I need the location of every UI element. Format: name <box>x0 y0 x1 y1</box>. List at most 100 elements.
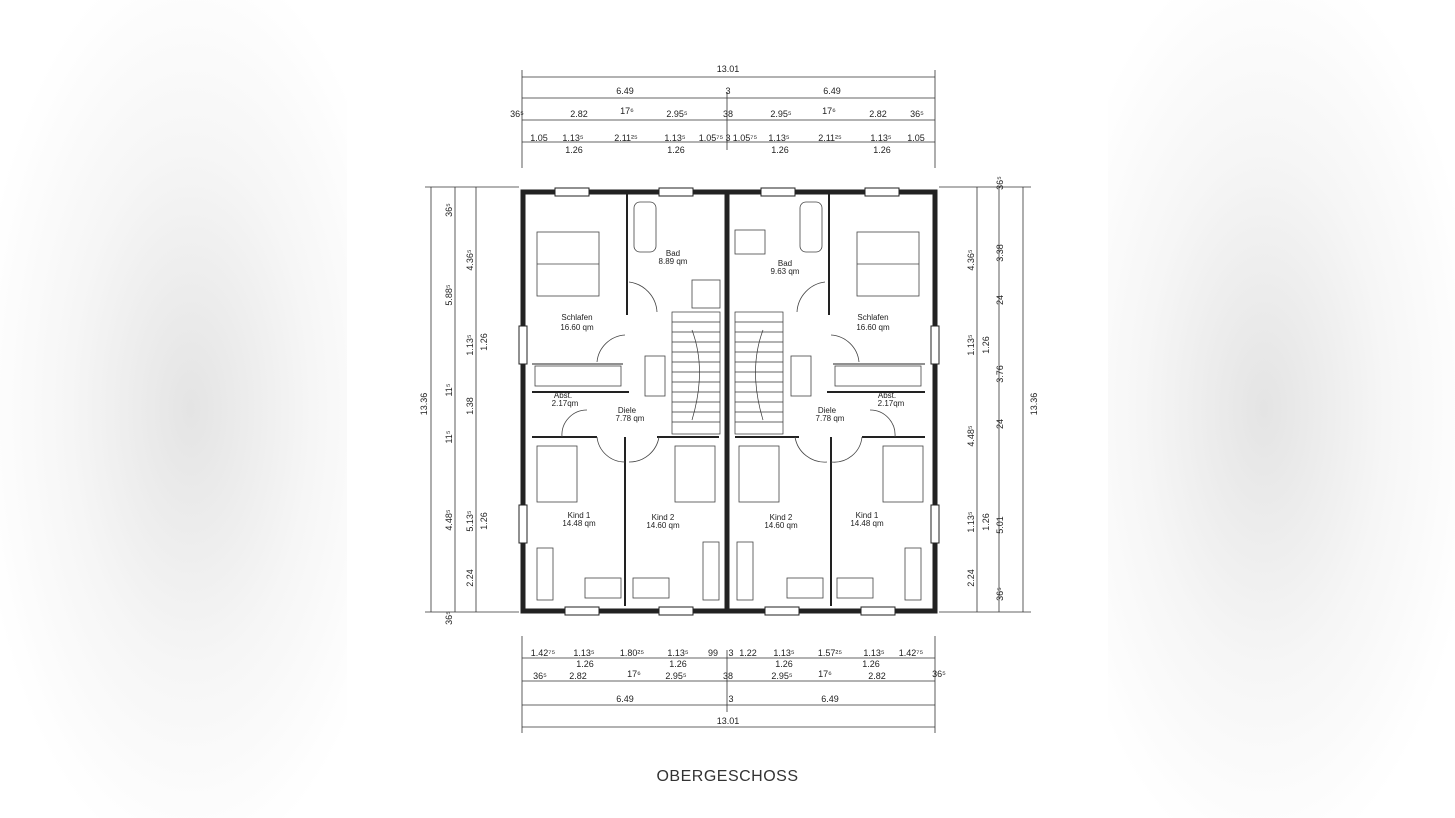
dim-top-r2-0: 36⁵ <box>510 109 524 119</box>
dim-bot-r3-7: 2.82 <box>868 671 886 681</box>
room-3-area: 16.60 qm <box>856 323 890 332</box>
dim-top-r3-10: 1.05 <box>907 133 925 143</box>
bathtub-right <box>799 201 823 253</box>
table-diele-right <box>790 355 812 397</box>
window-bottom-2 <box>658 606 694 616</box>
room-9-area: 14.60 qm <box>646 521 680 530</box>
stairs <box>671 311 784 435</box>
wardrobe-kind1-right <box>904 547 922 601</box>
dim-left-mid-3: 5.13⁵ <box>465 510 475 532</box>
room-2-name: Bad <box>778 259 792 268</box>
room-10-name: Kind 2 <box>770 513 793 522</box>
dim-bot-r2-0: 1.26 <box>576 659 594 669</box>
left-blurred-margin <box>0 0 347 818</box>
dim-bot-r1-6: 1.22 <box>739 648 757 658</box>
dim-bot-r1-5: 3 <box>728 648 733 658</box>
wardrobe-kind1-left <box>536 547 554 601</box>
dim-bot-r3-4: 38 <box>723 671 733 681</box>
dim-bot-r1-9: 1.13⁵ <box>863 648 885 658</box>
bed-kind2-left <box>674 445 716 503</box>
sink-right <box>734 229 766 255</box>
room-1-name: Bad <box>666 249 680 258</box>
bottom-dimension-labels: 1.42⁷⁵ 1.13⁵ 1.80²⁵ 1.13⁵ 99 3 1.22 1.13… <box>531 648 946 726</box>
dim-bot-half-left: 6.49 <box>616 694 634 704</box>
room-0-area: 16.60 qm <box>560 323 594 332</box>
room-5-name: Diele <box>618 406 637 415</box>
dim-left-mid-0: 4.36⁵ <box>465 249 475 271</box>
dim-bot-r3-0: 36⁵ <box>533 671 547 681</box>
dim-top-r3-4: 1.05⁷⁵ <box>699 133 724 143</box>
window-left-2 <box>518 504 528 544</box>
dim-right-inner-0: 1.26 <box>981 336 991 354</box>
room-6-name: Diele <box>818 406 837 415</box>
dim-left-mid-1: 1.13⁵ <box>465 334 475 356</box>
bed-kind1-left <box>536 445 578 503</box>
room-labels: Schlafen 16.60 qm Bad 8.89 qm Bad 9.63 q… <box>552 249 905 530</box>
dim-right-mid-1: 1.13⁵ <box>966 334 976 356</box>
desk-kind1-left <box>584 577 622 599</box>
dim-right-mid-0: 4.36⁵ <box>966 249 976 271</box>
room-6-area: 7.78 qm <box>816 414 845 423</box>
dim-top-r3-9: 1.13⁵ <box>870 133 892 143</box>
right-dimension-labels: 13.36 36⁵ 3.38 24 3.76 24 5.01 36⁵ 4.36⁵… <box>966 176 1039 601</box>
wardrobe-kind2-right <box>736 541 754 601</box>
room-2-area: 9.63 qm <box>771 267 800 276</box>
dim-right-outer-5: 5.01 <box>995 516 1005 534</box>
dim-top-r4-1: 1.26 <box>667 145 685 155</box>
drawing-title: OBERGESCHOSS <box>656 768 799 785</box>
dim-top-r2-3: 2.95⁵ <box>666 109 688 119</box>
dim-top-r2-6: 17⁶ <box>822 106 836 116</box>
dim-right-outer-1: 3.38 <box>995 244 1005 262</box>
dim-top-r2-4: 38 <box>723 109 733 119</box>
dim-top-r3-3: 1.13⁵ <box>664 133 686 143</box>
shower-left <box>691 279 721 309</box>
dim-bot-r1-4: 99 <box>708 648 718 658</box>
dim-top-r3-2: 2.11²⁵ <box>614 133 638 143</box>
window-right-2 <box>930 504 940 544</box>
dim-bot-r3-6: 17⁶ <box>818 669 832 679</box>
wardrobe-right <box>834 365 922 387</box>
dim-bot-r1-1: 1.13⁵ <box>573 648 595 658</box>
dim-bot-r1-3: 1.13⁵ <box>667 648 689 658</box>
dim-right-outer-0: 36⁵ <box>995 176 1005 190</box>
dim-left-inner-1: 1.26 <box>479 512 489 530</box>
dim-bot-r3-1: 2.82 <box>569 671 587 681</box>
dim-left-mid-2: 1.38 <box>465 397 475 415</box>
dim-bot-r3-3: 2.95⁵ <box>665 671 687 681</box>
room-11-area: 14.48 qm <box>850 519 884 528</box>
desk-kind1-right <box>836 577 874 599</box>
window-top-1 <box>554 187 590 197</box>
dim-top-r3-8: 2.11²⁵ <box>818 133 842 143</box>
dim-top-r3-0: 1.05 <box>530 133 548 143</box>
dim-bot-r3-2: 17⁶ <box>627 669 641 679</box>
floor-plan-drawing: 13.01 6.49 3 6.49 36⁵ 2.82 17⁶ 2.95⁵ 38 … <box>419 64 1039 733</box>
room-8-name: Kind 1 <box>568 511 591 520</box>
drawing-sheet: 13.01 6.49 3 6.49 36⁵ 2.82 17⁶ 2.95⁵ 38 … <box>347 0 1108 818</box>
dim-left-outer-4: 11⁵ <box>444 430 454 443</box>
dim-left-outer-0: 36⁵ <box>444 203 454 217</box>
dim-top-r3-1: 1.13⁵ <box>562 133 584 143</box>
dim-top-r2-5: 2.95⁵ <box>770 109 792 119</box>
window-bottom-3 <box>764 606 800 616</box>
bed-kind1-right <box>882 445 924 503</box>
dim-right-mid-4: 2.24 <box>966 569 976 587</box>
dim-right-outer-6: 36⁵ <box>995 587 1005 601</box>
dim-top-half-left: 6.49 <box>616 86 634 96</box>
dim-top-gap: 3 <box>725 86 730 96</box>
doors <box>561 281 896 463</box>
dim-right-inner-1: 1.26 <box>981 513 991 531</box>
dim-left-mid-4: 2.24 <box>465 569 475 587</box>
dim-right-total: 13.36 <box>1029 393 1039 416</box>
dim-bot-r1-0: 1.42⁷⁵ <box>531 648 556 658</box>
dim-top-r3-5: 3 <box>725 133 730 143</box>
room-3-name: Schlafen <box>857 313 888 322</box>
windows <box>518 187 940 616</box>
wardrobe-kind2-left <box>702 541 720 601</box>
room-7-name: Abst. <box>878 391 896 400</box>
dim-top-r2-8: 36⁵ <box>910 109 924 119</box>
dim-top-r2-2: 17⁶ <box>620 106 634 116</box>
bathtub-left <box>633 201 657 253</box>
dim-right-mid-2: 4.48⁵ <box>966 425 976 447</box>
dim-bot-r2-3: 1.26 <box>862 659 880 669</box>
dim-bot-r1-7: 1.13⁵ <box>773 648 795 658</box>
